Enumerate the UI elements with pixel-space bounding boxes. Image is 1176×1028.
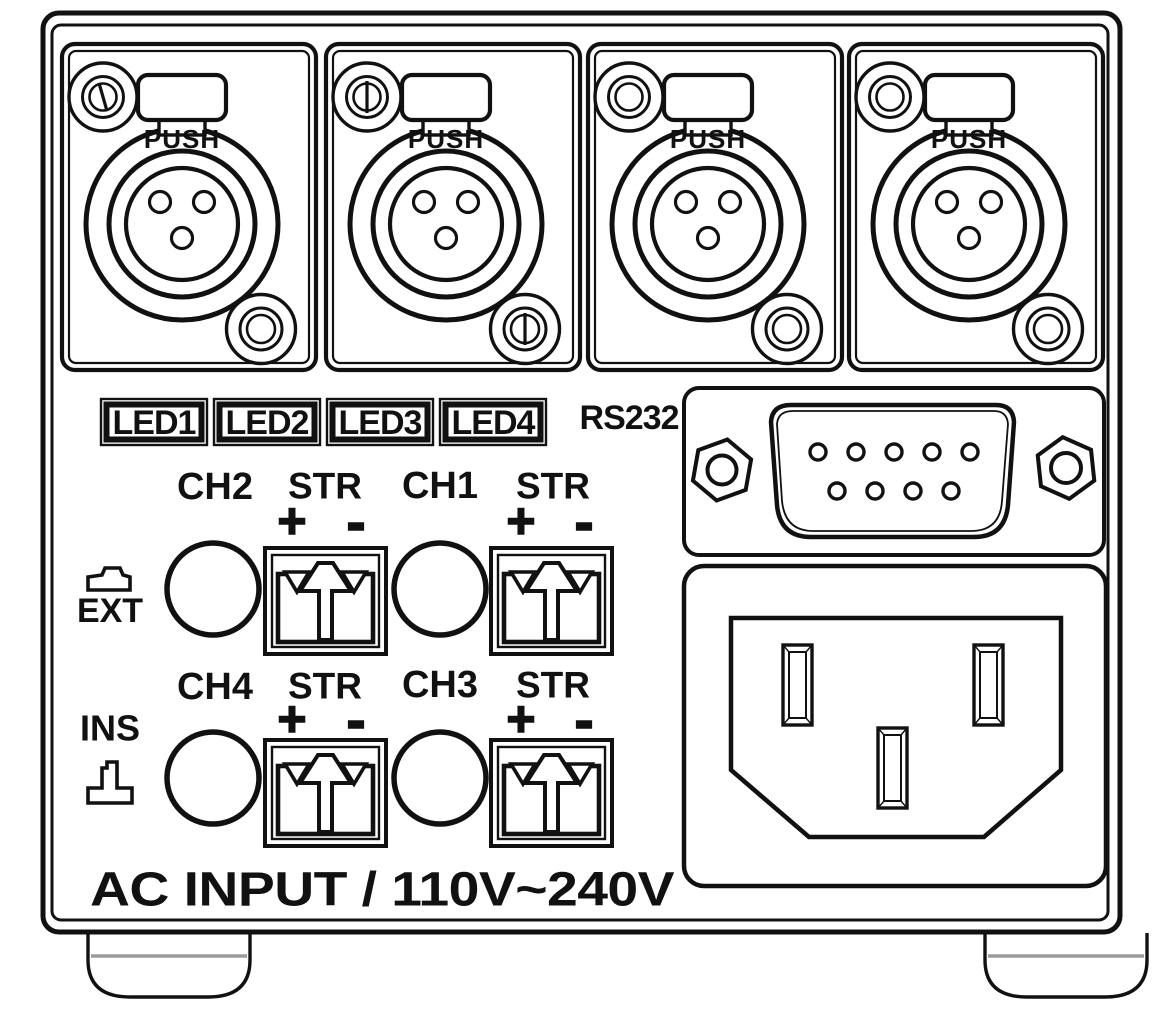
xlr-connector-icon <box>62 44 316 370</box>
led3-label: LED3 <box>339 404 422 442</box>
xlr-module-4: PUSH <box>849 44 1103 370</box>
led2-label-box: LED2 <box>212 397 322 447</box>
ext-trigger-icon <box>86 566 132 592</box>
ch1-sync-connector-icon <box>391 540 489 638</box>
db9-connector-icon <box>768 402 1017 540</box>
ac-power-inlet <box>681 563 1109 889</box>
push-latch-label: PUSH <box>670 124 746 154</box>
ch2-label: CH2 <box>177 466 253 508</box>
ch1-str-label: STR <box>516 466 590 507</box>
xlr-module-1: PUSH <box>62 44 316 370</box>
ch4-label: CH4 <box>177 666 253 708</box>
ch1-plus-label: + <box>506 493 535 549</box>
push-latch-label: PUSH <box>144 124 220 154</box>
hex-nut-hole-icon <box>705 453 739 487</box>
led4-label-box: LED4 <box>438 397 548 447</box>
xlr-connector-icon <box>326 44 580 370</box>
foot-left <box>86 931 252 999</box>
ch2-plus-label: + <box>277 493 306 549</box>
ch4-str-label: STR <box>288 666 362 707</box>
rs232-label: RS232 <box>580 399 679 437</box>
ins-trigger-icon <box>86 760 134 805</box>
pin-slot-icon <box>972 643 1005 727</box>
ch3-sync-connector-icon <box>391 729 489 827</box>
ch1-minus-label: - <box>574 490 593 555</box>
xlr-module-2: PUSH <box>326 44 580 370</box>
led2-label: LED2 <box>226 404 309 442</box>
rs232-port <box>682 386 1106 557</box>
ins-label: INS <box>80 708 140 749</box>
ch4-strobe-terminal-icon <box>265 740 386 846</box>
ch2-strobe-terminal-icon <box>265 548 386 654</box>
ch2-str-label: STR <box>288 466 362 507</box>
xlr-module-3: PUSH <box>588 44 842 370</box>
led3-label-box: LED3 <box>325 397 435 447</box>
ch2-sync-connector-icon <box>164 540 262 638</box>
ch3-label: CH3 <box>402 664 478 706</box>
pin-slot-icon <box>876 726 909 810</box>
ch2-minus-label: - <box>346 490 365 555</box>
screw-slot-icon <box>97 82 109 112</box>
hex-nut-hole-icon <box>1049 451 1083 485</box>
pin-slot-icon <box>781 643 814 727</box>
foot-right <box>983 931 1149 999</box>
ch1-strobe-terminal-icon <box>491 548 612 654</box>
ch3-str-label: STR <box>516 665 590 706</box>
led1-label-box: LED1 <box>99 397 209 447</box>
ch3-strobe-terminal-icon <box>491 740 612 846</box>
ch4-minus-label: - <box>346 688 365 753</box>
push-latch-label: PUSH <box>931 124 1007 154</box>
push-latch-label: PUSH <box>408 124 484 154</box>
ac-input-label: AC INPUT / 110V~240V <box>90 864 675 917</box>
led4-label: LED4 <box>452 404 536 442</box>
ch4-sync-connector-icon <box>164 729 262 827</box>
xlr-connector-icon <box>849 44 1103 370</box>
xlr-connector-icon <box>588 44 842 370</box>
ch1-label: CH1 <box>402 465 478 507</box>
led1-label: LED1 <box>113 404 196 442</box>
ch3-minus-label: - <box>574 688 593 753</box>
ext-label: EXT <box>77 592 143 630</box>
